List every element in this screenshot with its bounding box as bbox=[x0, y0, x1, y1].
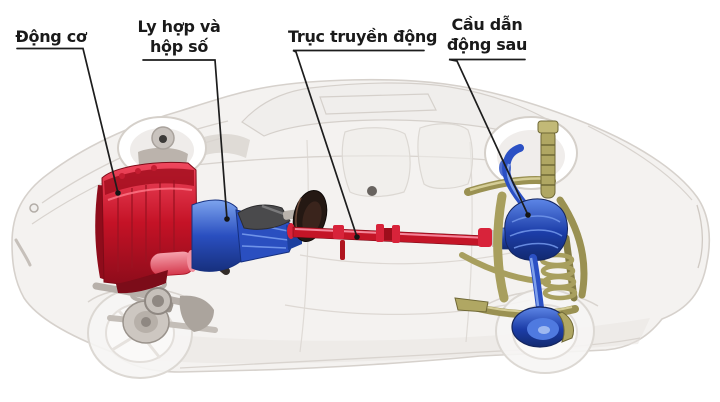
glasshouse bbox=[241, 82, 561, 143]
coil bbox=[542, 285, 578, 301]
trailing-blade bbox=[454, 297, 489, 313]
label-engine: Động cơ bbox=[14, 27, 88, 47]
engine bbox=[95, 161, 198, 315]
threaded-strut bbox=[540, 129, 556, 199]
engine-oil-pan bbox=[116, 270, 168, 294]
engine-top-fitting bbox=[135, 168, 141, 174]
floor-line-upper bbox=[299, 251, 516, 265]
strut-threads bbox=[541, 144, 555, 186]
rear-hub-caliper bbox=[557, 311, 575, 343]
leader-dot-gearbox bbox=[224, 216, 230, 222]
center-support-pin bbox=[340, 240, 345, 260]
label-driveshaft: Trục truyền động bbox=[288, 27, 437, 47]
sunroof-outline bbox=[319, 93, 437, 115]
label-clutch-gearbox-line2: hộp số bbox=[149, 37, 209, 56]
leader-engine bbox=[16, 47, 119, 194]
shaft-collar bbox=[333, 225, 344, 239]
leader-rear-axle bbox=[448, 58, 529, 216]
label-clutch-gearbox: Ly hợp và hộp số bbox=[124, 17, 234, 57]
front-knuckle bbox=[179, 295, 214, 332]
rear-yoke bbox=[478, 228, 492, 247]
front-hub bbox=[141, 317, 151, 327]
u-joint-cross bbox=[384, 228, 392, 240]
damper-disc-face bbox=[302, 201, 322, 235]
engine-highlight bbox=[107, 187, 193, 201]
label-driveshaft-text: Trục truyền động bbox=[288, 27, 438, 46]
engine-ribs bbox=[117, 180, 175, 272]
sill-line bbox=[179, 337, 641, 369]
leader-gearbox bbox=[142, 59, 228, 220]
rear-axle bbox=[454, 120, 588, 348]
engine-valve-cover bbox=[104, 168, 194, 195]
leader-dot-engine bbox=[115, 190, 121, 196]
label-clutch-gearbox-line1: Ly hợp và bbox=[137, 17, 221, 36]
door-line-front bbox=[299, 139, 309, 353]
halfshaft-lower-highlight bbox=[529, 257, 540, 307]
shifter-knob bbox=[367, 186, 377, 196]
far-front-strut-nut bbox=[159, 135, 167, 143]
halfshaft-lower bbox=[529, 254, 544, 312]
leader-dot-rear-axle bbox=[525, 212, 531, 218]
leader-driveshaft bbox=[292, 49, 425, 238]
leader-dot-driveshaft bbox=[354, 234, 360, 240]
leader-lines bbox=[16, 47, 531, 240]
label-rear-axle: Cầu dẫn động sau bbox=[437, 15, 537, 55]
differential-ribs bbox=[509, 215, 563, 249]
engine-top-fitting bbox=[151, 165, 157, 171]
strut-top-nut bbox=[537, 120, 559, 134]
knuckle-post bbox=[493, 191, 509, 303]
shift-rod bbox=[261, 204, 285, 216]
label-rear-axle-line2: động sau bbox=[446, 35, 528, 54]
engine-top-fitting bbox=[119, 173, 125, 179]
rear-hub-center bbox=[538, 326, 550, 334]
seat-rear bbox=[417, 123, 474, 190]
tail-line bbox=[696, 204, 704, 269]
rear-deck-line bbox=[587, 125, 693, 201]
crank-pulley-inner bbox=[152, 295, 164, 307]
hood-emblem bbox=[29, 203, 39, 213]
engine-bay-brace bbox=[195, 134, 250, 158]
right-arm bbox=[556, 196, 588, 299]
seat-front bbox=[341, 127, 411, 198]
bell-housing bbox=[191, 199, 242, 272]
headlight bbox=[14, 238, 32, 267]
u-joint-rear bbox=[392, 225, 400, 243]
u-joint-front bbox=[376, 224, 384, 242]
floor-line-lower bbox=[284, 299, 531, 315]
label-engine-text: Động cơ bbox=[15, 27, 87, 46]
label-rear-axle-line1: Cầu dẫn bbox=[451, 15, 523, 34]
